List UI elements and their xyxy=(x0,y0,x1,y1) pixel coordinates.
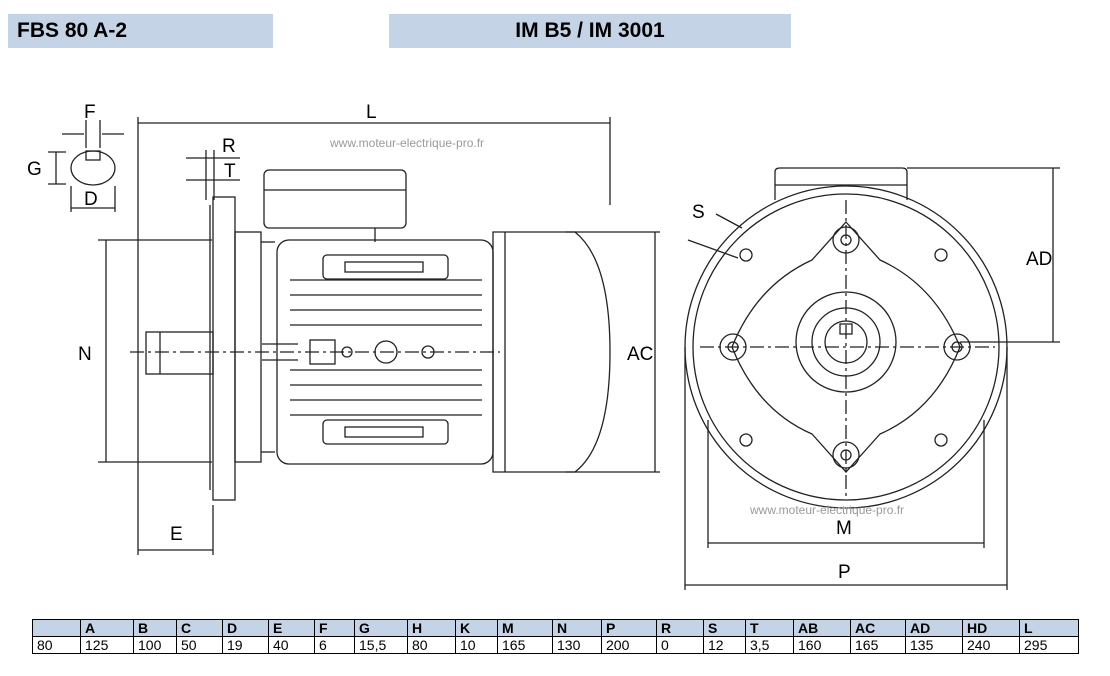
header-cell: M xyxy=(497,619,553,637)
value-cell: 160 xyxy=(793,636,851,654)
header-cell: L xyxy=(1019,619,1079,637)
label-t: T xyxy=(224,161,236,182)
value-cell: 40 xyxy=(268,636,315,654)
header-cell: S xyxy=(703,619,746,637)
header-cell: K xyxy=(455,619,498,637)
label-f: F xyxy=(84,102,96,123)
value-cell: 6 xyxy=(314,636,355,654)
motor-dimension-drawing: L R T F G D N AC E S AD M P www.moteur-e… xyxy=(27,102,1060,590)
mounting-header: IM B5 / IM 3001 xyxy=(389,14,791,48)
header-cell: B xyxy=(133,619,177,637)
header-cell: A xyxy=(80,619,134,637)
label-e: E xyxy=(170,524,183,545)
value-cell: 295 xyxy=(1019,636,1079,654)
value-cell: 80 xyxy=(407,636,456,654)
header-cell: T xyxy=(745,619,794,637)
header-cell: AD xyxy=(905,619,963,637)
label-r: R xyxy=(222,136,236,157)
label-g: G xyxy=(27,159,42,180)
header-cell: AC xyxy=(850,619,906,637)
header-cell: C xyxy=(176,619,223,637)
label-p: P xyxy=(838,562,851,583)
header-cell: H xyxy=(407,619,456,637)
header-cell: E xyxy=(268,619,315,637)
header-cell: P xyxy=(601,619,657,637)
value-cell: 19 xyxy=(222,636,269,654)
value-cell: 80 xyxy=(32,636,81,654)
watermark-bottom: www.moteur-electrique-pro.fr xyxy=(749,503,904,517)
header-cell: N xyxy=(552,619,602,637)
header-cell: AB xyxy=(793,619,851,637)
label-ad: AD xyxy=(1026,249,1052,270)
header-cell: D xyxy=(222,619,269,637)
header-cell xyxy=(32,619,81,637)
side-view-motor xyxy=(98,117,660,555)
header-cell: G xyxy=(354,619,408,637)
value-cell: 15,5 xyxy=(354,636,408,654)
value-cell: 200 xyxy=(601,636,657,654)
header-cell: R xyxy=(656,619,704,637)
value-cell: 165 xyxy=(497,636,553,654)
watermark-top: www.moteur-electrique-pro.fr xyxy=(329,136,484,150)
value-cell: 125 xyxy=(80,636,134,654)
value-cell: 3,5 xyxy=(745,636,794,654)
front-view-flange xyxy=(684,167,1060,590)
value-cell: 10 xyxy=(455,636,498,654)
value-cell: 50 xyxy=(176,636,223,654)
value-cell: 135 xyxy=(905,636,963,654)
shaft-section-detail xyxy=(48,120,124,212)
value-cell: 240 xyxy=(962,636,1020,654)
header-cell: HD xyxy=(962,619,1020,637)
header-cell: F xyxy=(314,619,355,637)
value-cell: 12 xyxy=(703,636,746,654)
label-l: L xyxy=(366,102,377,123)
value-cell: 100 xyxy=(133,636,177,654)
value-cell: 0 xyxy=(656,636,704,654)
label-n: N xyxy=(78,344,92,365)
value-cell: 165 xyxy=(850,636,906,654)
model-header: FBS 80 A-2 xyxy=(8,14,273,48)
value-cell: 130 xyxy=(552,636,602,654)
label-m: M xyxy=(836,518,852,539)
label-d: D xyxy=(84,189,98,210)
label-s: S xyxy=(692,202,705,223)
label-ac: AC xyxy=(627,344,653,365)
